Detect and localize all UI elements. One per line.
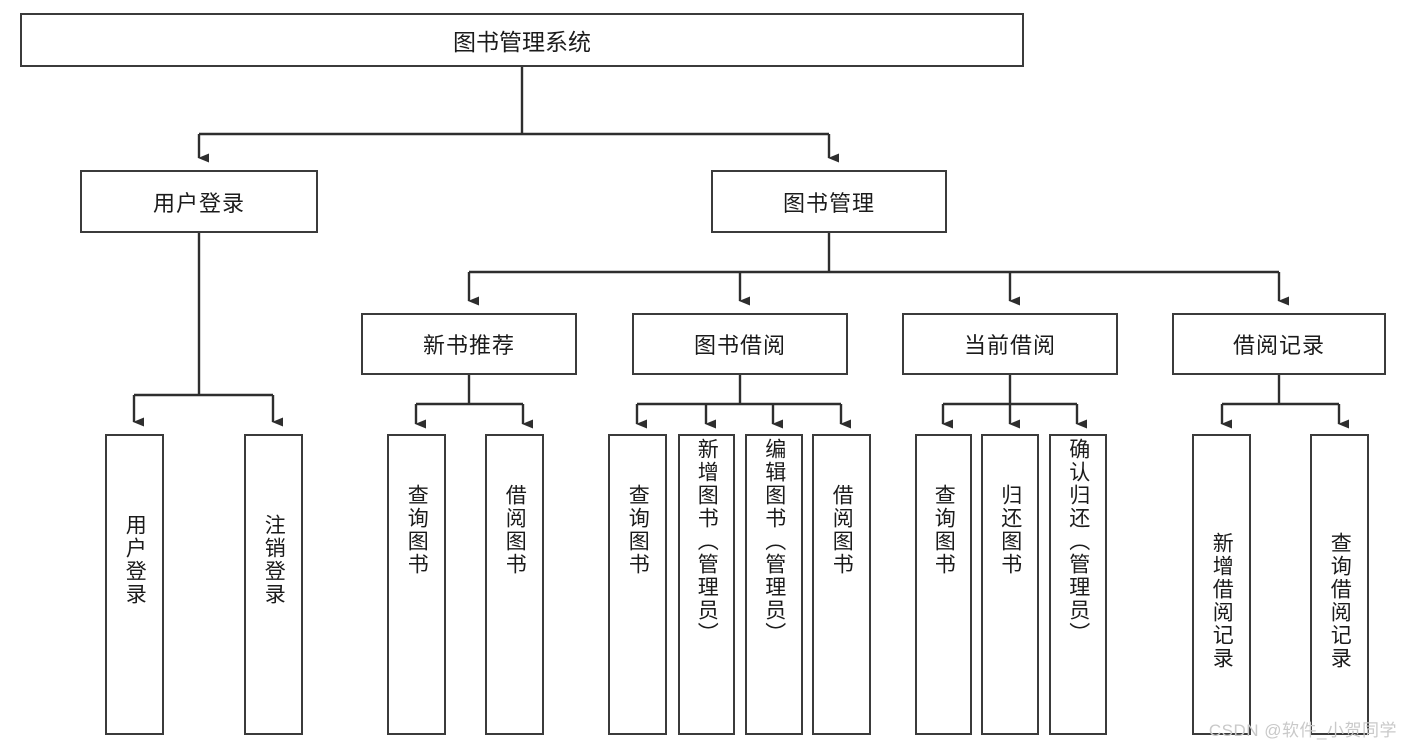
leaf-label: 查询借阅记录: [1328, 532, 1352, 670]
leaf-user-login-logout[interactable]: 注销登录: [244, 434, 303, 735]
node-borrow-record[interactable]: 借阅记录: [1172, 313, 1386, 375]
node-borrow-record-label: 借阅记录: [1232, 333, 1325, 358]
leaf-label: 查询图书: [626, 484, 650, 576]
leaf-book-borrow-edit-book-admin[interactable]: 编辑图书（管理员）: [745, 434, 803, 735]
leaf-label: 借阅图书: [503, 484, 527, 576]
node-book-manage[interactable]: 图书管理: [711, 170, 947, 233]
leaf-label: 注销登录: [262, 514, 286, 606]
node-book-borrow[interactable]: 图书借阅: [632, 313, 848, 375]
leaf-label: 确认归还（管理员）: [1066, 438, 1090, 645]
node-book-manage-label: 图书管理: [782, 190, 875, 216]
leaf-label: 查询图书: [405, 484, 429, 576]
node-user-login-label: 用户登录: [152, 190, 245, 216]
node-book-borrow-label: 图书借阅: [693, 333, 786, 358]
leaf-book-borrow-add-book-admin[interactable]: 新增图书（管理员）: [678, 434, 735, 735]
leaf-user-login-login[interactable]: 用户登录: [105, 434, 164, 735]
node-user-login[interactable]: 用户登录: [80, 170, 318, 233]
node-new-book-recommend-label: 新书推荐: [422, 333, 515, 358]
node-new-book-recommend[interactable]: 新书推荐: [361, 313, 577, 375]
node-root-label: 图书管理系统: [453, 29, 591, 55]
node-current-borrow-label: 当前借阅: [963, 333, 1056, 358]
leaf-new-book-query-book[interactable]: 查询图书: [387, 434, 446, 735]
leaf-new-book-borrow-book[interactable]: 借阅图书: [485, 434, 544, 735]
leaf-label: 用户登录: [123, 514, 147, 606]
leaf-label: 查询图书: [932, 484, 956, 576]
csdn-watermark: CSDN @软件_小贺同学: [1208, 721, 1397, 740]
leaf-borrow-record-add-record[interactable]: 新增借阅记录: [1192, 434, 1251, 735]
leaf-label: 新增图书（管理员）: [695, 438, 719, 645]
leaf-current-borrow-confirm-return-admin[interactable]: 确认归还（管理员）: [1049, 434, 1107, 735]
leaf-label: 编辑图书（管理员）: [762, 438, 786, 645]
leaf-label: 借阅图书: [830, 484, 854, 576]
leaf-book-borrow-query-book[interactable]: 查询图书: [608, 434, 667, 735]
node-current-borrow[interactable]: 当前借阅: [902, 313, 1118, 375]
leaf-label: 归还图书: [998, 484, 1022, 576]
leaf-current-borrow-query-book[interactable]: 查询图书: [915, 434, 972, 735]
leaf-borrow-record-query-record[interactable]: 查询借阅记录: [1310, 434, 1369, 735]
node-root-system[interactable]: 图书管理系统: [20, 13, 1024, 67]
leaf-current-borrow-return-book[interactable]: 归还图书: [981, 434, 1039, 735]
leaf-book-borrow-borrow-book[interactable]: 借阅图书: [812, 434, 871, 735]
leaf-label: 新增借阅记录: [1210, 532, 1234, 670]
